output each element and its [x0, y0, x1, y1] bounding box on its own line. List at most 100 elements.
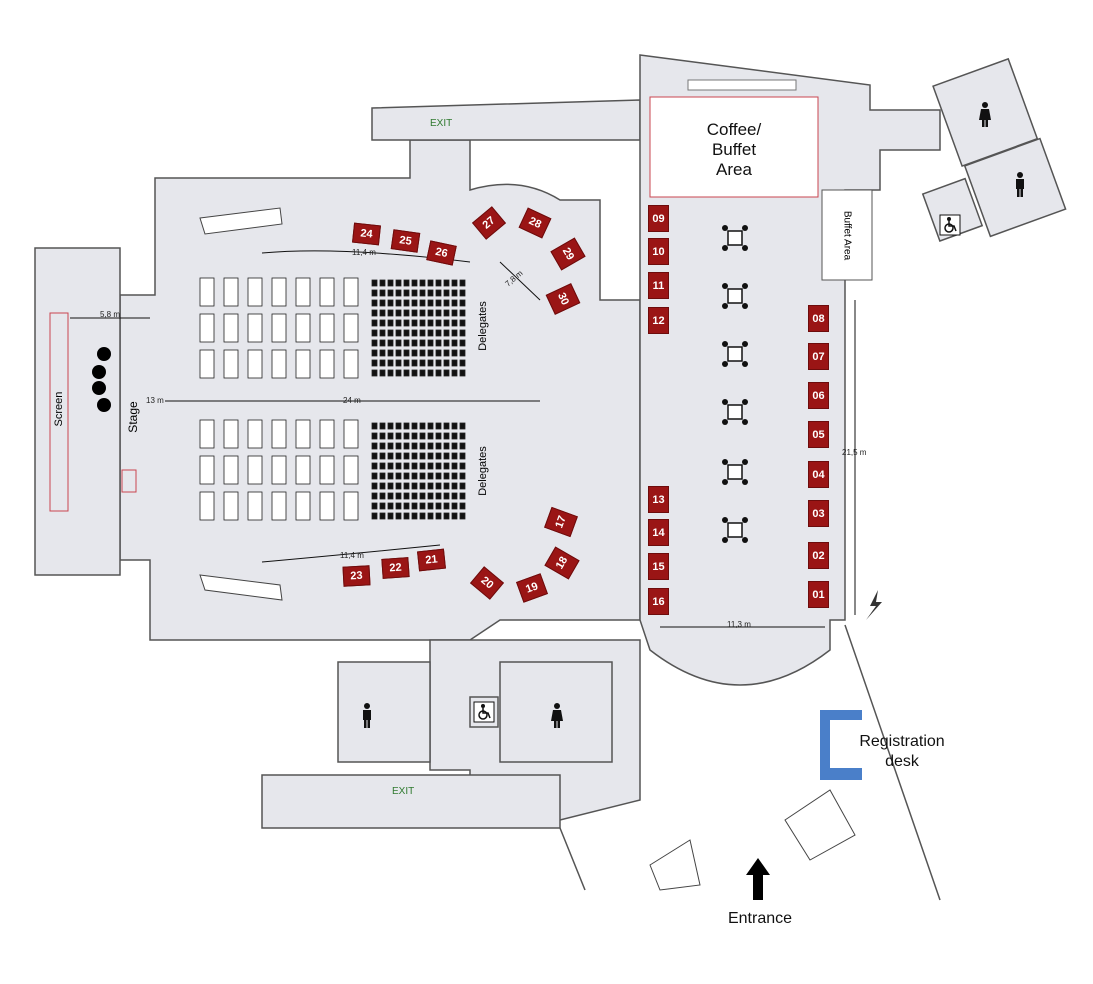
- seat: [247, 277, 263, 307]
- seat: [403, 289, 410, 297]
- seat: [451, 492, 458, 500]
- booth-21[interactable]: 21: [417, 548, 446, 572]
- booth-04[interactable]: 04: [808, 461, 829, 488]
- booth-13[interactable]: 13: [648, 486, 669, 513]
- booth-09[interactable]: 09: [648, 205, 669, 232]
- seat: [403, 299, 410, 307]
- booth-14[interactable]: 14: [648, 519, 669, 546]
- seat: [419, 432, 426, 440]
- seat: [419, 279, 426, 287]
- seat: [387, 432, 394, 440]
- seat: [223, 419, 239, 449]
- seat: [459, 359, 466, 367]
- coffee-line-2: Buffet: [711, 140, 757, 159]
- seat: [451, 349, 458, 357]
- seat: [271, 455, 287, 485]
- booth-06[interactable]: 06: [808, 382, 829, 409]
- seat: [451, 442, 458, 450]
- booth-10[interactable]: 10: [648, 238, 669, 265]
- seat: [379, 432, 386, 440]
- foyer-floor: [639, 54, 941, 686]
- seat: [411, 442, 418, 450]
- seat: [387, 359, 394, 367]
- seat: [427, 349, 434, 357]
- seat: [395, 289, 402, 297]
- dim-5-8: 5,8 m: [100, 310, 121, 319]
- seat: [379, 452, 386, 460]
- seat: [319, 313, 335, 343]
- booth-01[interactable]: 01: [808, 581, 829, 608]
- seat: [379, 309, 386, 317]
- seat: [271, 491, 287, 521]
- seat: [419, 339, 426, 347]
- seat: [343, 277, 359, 307]
- coffee-area-box: [649, 96, 819, 198]
- seat: [459, 329, 466, 337]
- seat: [295, 491, 311, 521]
- seat: [343, 455, 359, 485]
- seat: [427, 472, 434, 480]
- seat: [319, 349, 335, 379]
- booth-15[interactable]: 15: [648, 553, 669, 580]
- booth-08[interactable]: 08: [808, 305, 829, 332]
- seat: [459, 492, 466, 500]
- seat: [451, 452, 458, 460]
- booth-05[interactable]: 05: [808, 421, 829, 448]
- seat: [371, 289, 378, 297]
- seat: [379, 359, 386, 367]
- seat: [395, 329, 402, 337]
- seat: [459, 279, 466, 287]
- seat: [411, 502, 418, 510]
- seat: [371, 512, 378, 520]
- booth-03[interactable]: 03: [808, 500, 829, 527]
- booth-16[interactable]: 16: [648, 588, 669, 615]
- booth-11[interactable]: 11: [648, 272, 669, 299]
- dim-21-5: 21,5 m: [842, 448, 867, 457]
- seat: [379, 512, 386, 520]
- booth-22[interactable]: 22: [381, 557, 410, 579]
- seat: [395, 472, 402, 480]
- seat: [427, 279, 434, 287]
- seat: [427, 492, 434, 500]
- seat: [419, 369, 426, 377]
- seat: [379, 369, 386, 377]
- booth-02[interactable]: 02: [808, 542, 829, 569]
- seat: [387, 482, 394, 490]
- booth-24[interactable]: 24: [352, 222, 381, 246]
- seat: [395, 502, 402, 510]
- seat: [443, 492, 450, 500]
- seat: [319, 491, 335, 521]
- seat: [451, 319, 458, 327]
- seat: [403, 309, 410, 317]
- seat: [395, 299, 402, 307]
- seat: [403, 472, 410, 480]
- restroom-accessible-top: [921, 177, 984, 242]
- seat: [419, 472, 426, 480]
- seat: [427, 339, 434, 347]
- seat: [451, 432, 458, 440]
- seat: [435, 422, 442, 430]
- seat: [403, 442, 410, 450]
- seat: [395, 482, 402, 490]
- stage-label: Stage: [126, 401, 140, 433]
- seat: [379, 339, 386, 347]
- seat: [435, 329, 442, 337]
- seat: [419, 442, 426, 450]
- seat: [403, 452, 410, 460]
- seat: [319, 277, 335, 307]
- booth-07[interactable]: 07: [808, 343, 829, 370]
- seat: [443, 309, 450, 317]
- booth-12[interactable]: 12: [648, 307, 669, 334]
- entrance-label: Entrance: [727, 910, 793, 927]
- seat: [443, 472, 450, 480]
- booth-25[interactable]: 25: [390, 229, 421, 253]
- booth-23[interactable]: 23: [342, 565, 371, 587]
- seat: [459, 472, 466, 480]
- seat: [443, 339, 450, 347]
- seat: [387, 369, 394, 377]
- seat: [443, 482, 450, 490]
- seat: [371, 319, 378, 327]
- seat: [199, 313, 215, 343]
- seat: [395, 279, 402, 287]
- seat: [371, 502, 378, 510]
